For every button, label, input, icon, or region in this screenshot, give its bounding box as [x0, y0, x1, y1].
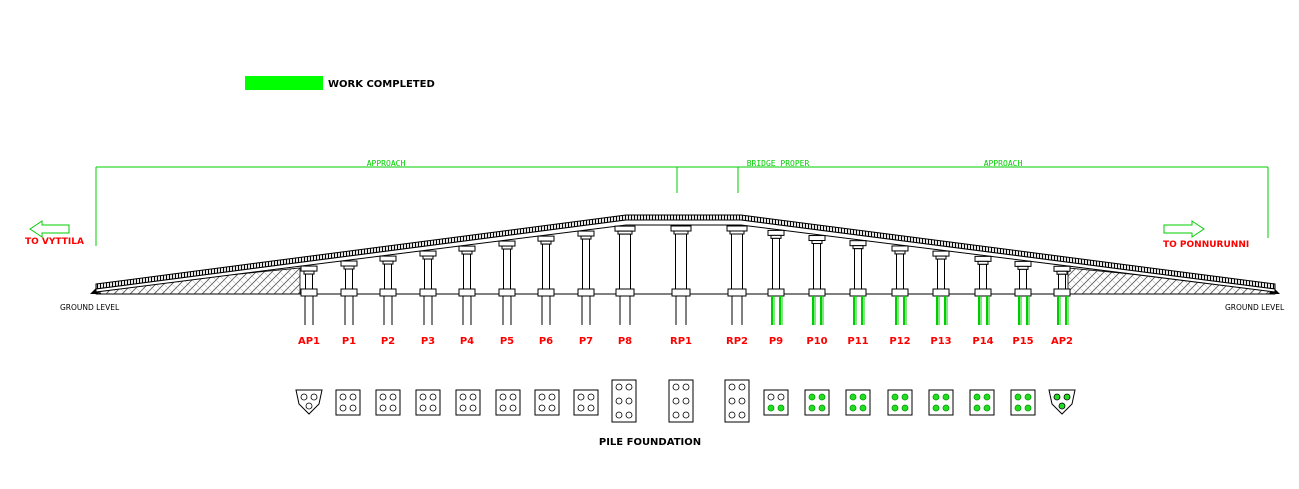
- approach-right-label: APPROACH: [984, 159, 1023, 168]
- pier-label-p15: P15: [1012, 336, 1033, 347]
- pier-label-ap1: AP1: [298, 336, 320, 347]
- pier-p8: [614, 225, 636, 325]
- pile-foundation-p13: [928, 389, 954, 416]
- arrow-left-icon: [29, 220, 70, 238]
- pier-p15: [1014, 260, 1032, 325]
- pile-foundation-ap2: [1048, 389, 1076, 415]
- arrow-right-icon: [1163, 220, 1205, 238]
- pier-label-p10: P10: [806, 336, 827, 347]
- pile-foundation-p5: [495, 389, 521, 416]
- section-dimension-lines: [95, 166, 1269, 246]
- pier-rp1: [670, 225, 692, 325]
- pile-foundation-p7: [573, 389, 599, 416]
- pile-foundation-p6: [534, 389, 560, 416]
- pier-p5: [498, 240, 516, 325]
- pier-label-rp2: RP2: [726, 336, 748, 347]
- pier-p7: [577, 230, 595, 325]
- bridge-deck: [95, 214, 1276, 293]
- ground-level-right: GROUND LEVEL: [1225, 303, 1285, 312]
- pile-foundations-layer: [295, 379, 1076, 423]
- pier-label-p4: P4: [460, 336, 474, 347]
- pier-p12: [891, 245, 909, 325]
- pier-label-p6: P6: [539, 336, 553, 347]
- pier-label-p7: P7: [579, 336, 593, 347]
- legend-label: WORK COMPLETED: [328, 79, 435, 90]
- approach-left-label: APPROACH: [367, 159, 406, 168]
- direction-left-label: TO VYTTILA: [25, 237, 84, 247]
- pier-ap2: [1053, 265, 1071, 325]
- pile-foundation-p9: [763, 389, 789, 416]
- ground-level-left: GROUND LEVEL: [60, 303, 120, 312]
- pier-p14: [974, 255, 992, 325]
- pile-foundation-p10: [804, 389, 830, 416]
- pile-foundation-p8: [611, 379, 637, 423]
- piers-layer: [300, 225, 1071, 325]
- pier-label-p11: P11: [847, 336, 868, 347]
- pier-label-p14: P14: [972, 336, 993, 347]
- pier-rp2: [726, 225, 748, 325]
- pile-foundation-p2: [375, 389, 401, 416]
- pile-foundation-ap1: [295, 389, 323, 415]
- pile-foundation-p4: [455, 389, 481, 416]
- direction-right-label: TO PONNURUNNI: [1163, 240, 1249, 250]
- pier-p3: [419, 250, 437, 325]
- pier-label-p13: P13: [930, 336, 951, 347]
- pile-foundation-title: PILE FOUNDATION: [599, 437, 701, 448]
- pier-label-p8: P8: [618, 336, 632, 347]
- pier-p1: [340, 260, 358, 325]
- pier-ap1: [300, 265, 318, 325]
- pile-foundation-rp2: [724, 379, 750, 423]
- legend-swatch: [245, 76, 323, 90]
- pile-foundation-p3: [415, 389, 441, 416]
- pier-label-p1: P1: [342, 336, 356, 347]
- pier-label-p9: P9: [769, 336, 783, 347]
- pier-p11: [849, 240, 867, 325]
- pier-p4: [458, 245, 476, 325]
- pier-labels-layer: AP1 P1 P2 P3 P4 P5 P6 P7 P8 RP1 RP2 P9 P10 P11 P12 P13 P…: [298, 336, 1073, 347]
- pile-foundation-rp1: [668, 379, 694, 423]
- pier-label-rp1: RP1: [670, 336, 692, 347]
- pier-p10: [808, 235, 826, 325]
- pier-label-p2: P2: [381, 336, 395, 347]
- pile-foundation-p12: [887, 389, 913, 416]
- pier-label-p12: P12: [889, 336, 910, 347]
- pier-label-p5: P5: [500, 336, 514, 347]
- pier-p2: [379, 255, 397, 325]
- pile-foundation-p1: [335, 389, 361, 416]
- pile-foundation-p14: [969, 389, 995, 416]
- pier-label-p3: P3: [421, 336, 435, 347]
- pier-label-ap2: AP2: [1051, 336, 1073, 347]
- pier-p9: [767, 229, 785, 325]
- pier-p13: [932, 250, 950, 325]
- pile-foundation-p11: [845, 389, 871, 416]
- pile-foundation-p15: [1010, 389, 1036, 416]
- bridge-proper-label: BRIDGE PROPER: [747, 159, 810, 168]
- pier-p6: [537, 235, 555, 325]
